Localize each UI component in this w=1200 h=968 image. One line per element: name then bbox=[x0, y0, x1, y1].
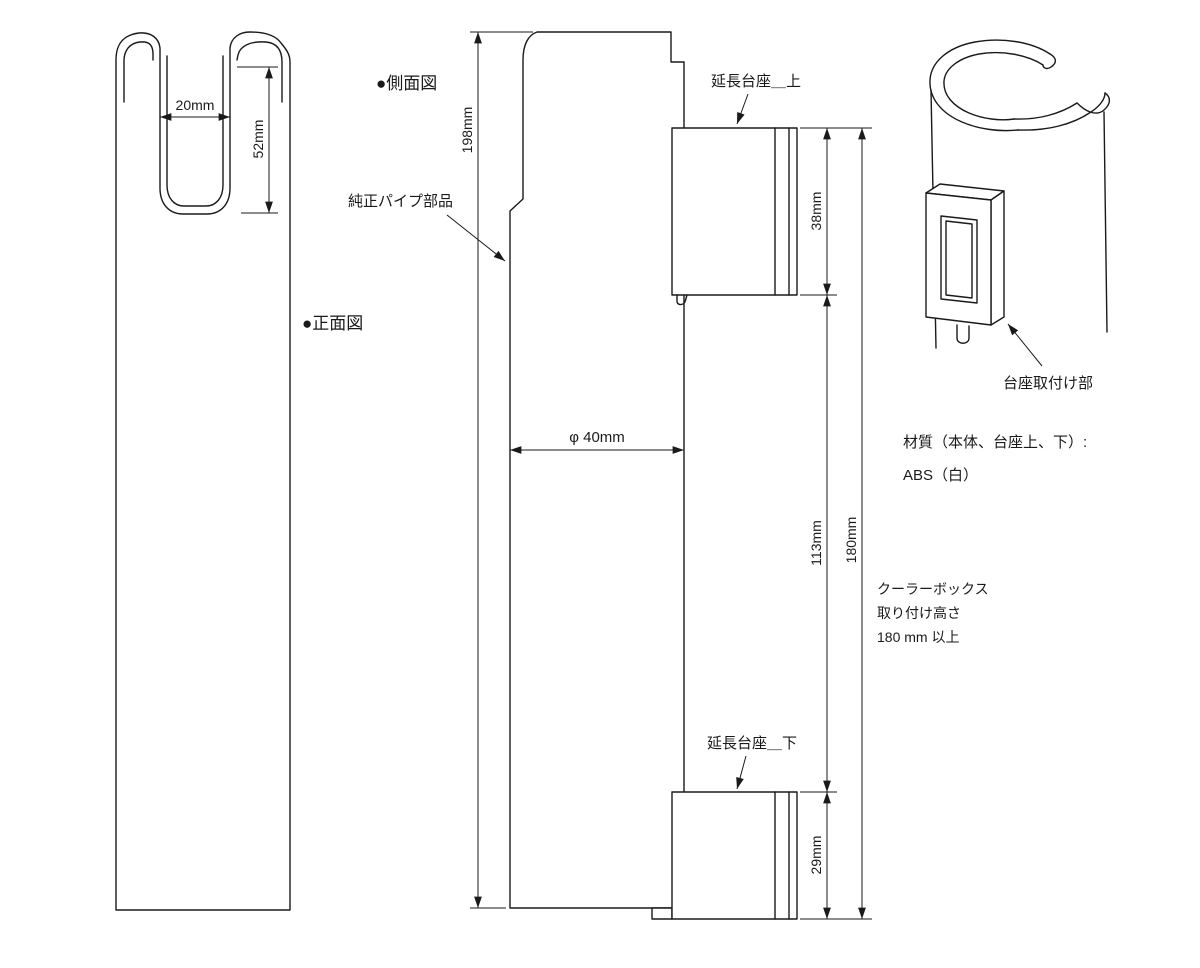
bracket-front-face bbox=[925, 192, 992, 326]
cooler-note-line-2: 取り付け高さ bbox=[877, 605, 961, 621]
upper-base-clip bbox=[676, 294, 688, 306]
dim-text-upper-base-height: 38mm bbox=[808, 192, 824, 231]
cooler-note-line-3: 180 mm 以上 bbox=[877, 629, 959, 645]
material-note-line-2: ABS（白） bbox=[903, 467, 978, 484]
bracket-right-face bbox=[990, 190, 1005, 326]
bracket-slot-inner bbox=[945, 220, 973, 299]
dim-text-diameter: φ 40mm bbox=[569, 429, 625, 446]
leader-lower-base bbox=[736, 755, 747, 790]
front-view-label: ●正面図 bbox=[302, 314, 363, 333]
leader-pipe-part bbox=[446, 214, 506, 262]
perspective-hook-inner bbox=[1013, 102, 1078, 120]
cooler-note-line-1: クーラーボックス bbox=[877, 581, 989, 597]
lower-extension-base bbox=[671, 791, 798, 920]
perspective-hook-curl bbox=[1076, 92, 1111, 114]
front-view bbox=[115, 31, 291, 911]
bracket-foot bbox=[956, 324, 970, 344]
side-view-label: ●側面図 bbox=[376, 74, 437, 93]
perspective-pipe-right-edge bbox=[1103, 111, 1108, 333]
front-view-dimensions bbox=[160, 66, 278, 214]
front-view-right-rim-line bbox=[236, 41, 283, 103]
dim-text-mount-height: 180mm bbox=[843, 517, 859, 564]
dim-text-overall-height: 198mm bbox=[459, 107, 475, 154]
side-view bbox=[509, 31, 798, 920]
side-view-bottom-foot bbox=[651, 907, 673, 920]
bracket-label: 台座取付け部 bbox=[1003, 375, 1093, 392]
upper-base-body bbox=[671, 127, 798, 296]
pipe-part-label: 純正パイプ部品 bbox=[348, 193, 453, 210]
perspective-rim-outer bbox=[929, 39, 1051, 132]
mount-bracket bbox=[925, 183, 1005, 344]
leader-bracket bbox=[1007, 323, 1043, 367]
bracket-slot-outer bbox=[940, 215, 978, 304]
front-view-left-rim-line bbox=[123, 41, 154, 103]
perspective-rim-gap-curl bbox=[1042, 53, 1057, 70]
leader-upper-base bbox=[736, 93, 749, 125]
dim-text-lower-base-height: 29mm bbox=[808, 836, 824, 875]
upper-base-label: 延長台座＿上 bbox=[711, 73, 801, 90]
lower-base-label: 延長台座＿下 bbox=[707, 735, 797, 752]
material-note-line-1: 材質（本体、台座上、下）: bbox=[903, 433, 1087, 451]
perspective-rim-inner bbox=[943, 51, 1044, 121]
dim-text-slot-width: 20mm bbox=[176, 97, 215, 113]
front-view-slot-inner-wall bbox=[166, 55, 224, 207]
side-view-dimensions bbox=[470, 31, 872, 920]
lower-base-body bbox=[671, 791, 798, 920]
upper-extension-base bbox=[671, 127, 798, 306]
front-view-outline bbox=[115, 31, 291, 911]
perspective-view bbox=[925, 39, 1111, 349]
side-view-body-outline bbox=[509, 31, 685, 909]
dim-text-between-bases: 113mm bbox=[808, 520, 824, 566]
dim-text-slot-depth: 52mm bbox=[250, 120, 266, 159]
